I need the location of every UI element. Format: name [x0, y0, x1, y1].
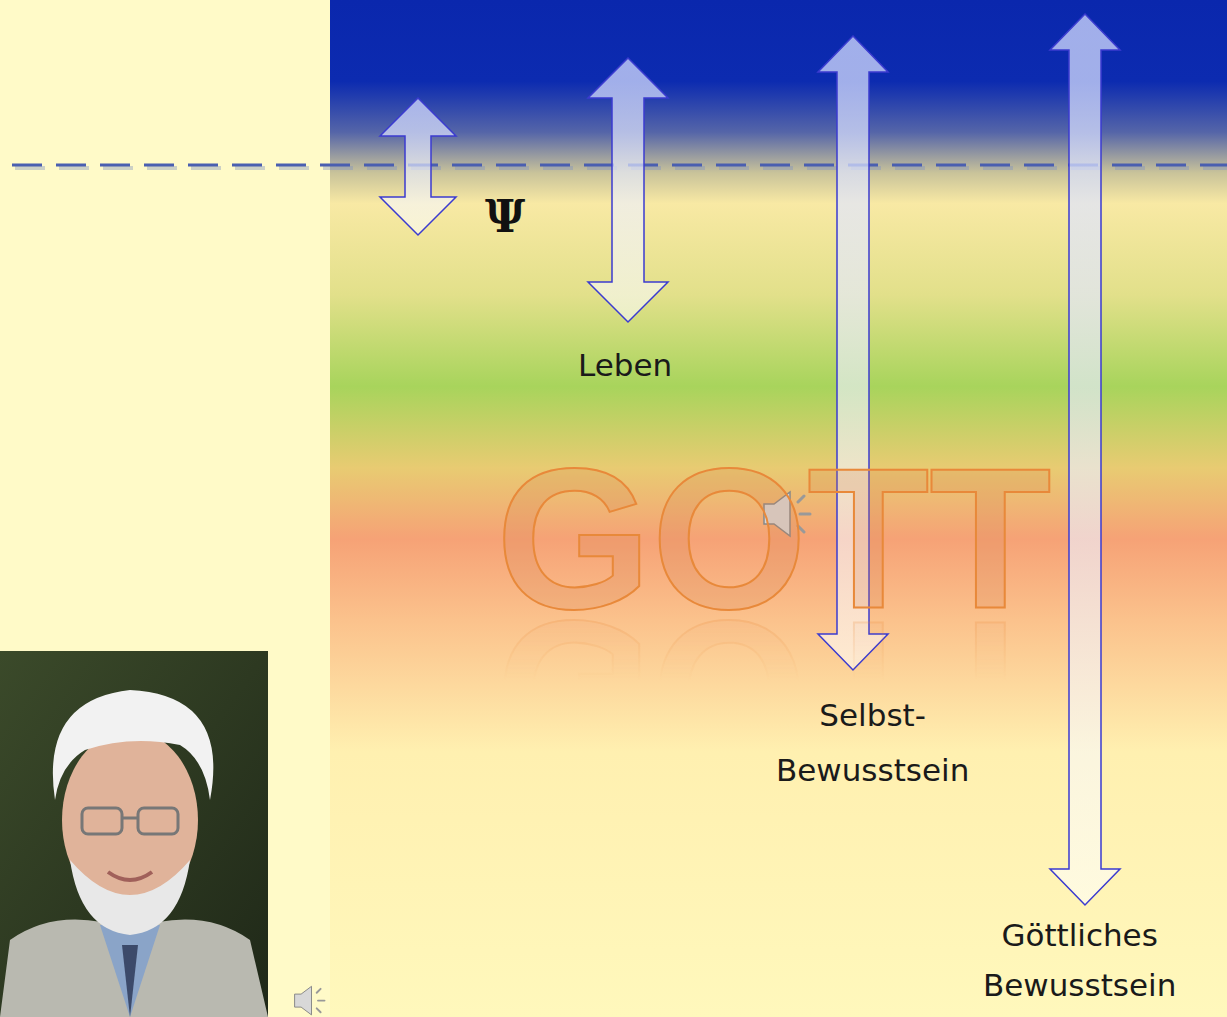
double-arrow: [380, 98, 456, 235]
level-label: Göttliches Bewusstsein: [983, 910, 1176, 1010]
level-label: Leben: [578, 343, 672, 387]
psi-symbol: Ψ: [485, 192, 525, 242]
watermark-word: GOTT: [496, 439, 1051, 639]
double-arrow: [1050, 14, 1120, 905]
photo: [0, 651, 268, 1017]
speaker-icon: [295, 986, 325, 1015]
double-arrow: [588, 58, 668, 322]
level-label: Selbst- Bewusstsein: [776, 688, 969, 798]
